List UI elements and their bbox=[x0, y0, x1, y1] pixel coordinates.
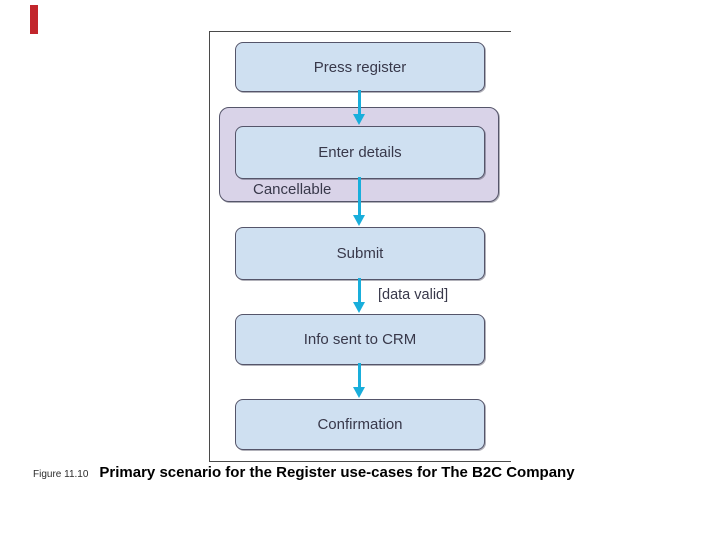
node-press-register: Press register bbox=[235, 42, 485, 92]
cancellable-group-label: Cancellable bbox=[253, 181, 332, 198]
arrowhead-icon bbox=[353, 114, 365, 125]
figure-number-label: Figure 11.10 bbox=[33, 469, 89, 480]
arrowhead-icon bbox=[353, 215, 365, 226]
arrow-shaft bbox=[357, 90, 361, 116]
node-enter-details: Enter details bbox=[235, 126, 485, 179]
arrow-shaft bbox=[357, 278, 361, 304]
node-label: Info sent to CRM bbox=[303, 331, 417, 348]
flow-arrow-down-icon bbox=[353, 278, 365, 313]
node-label: Enter details bbox=[318, 144, 402, 161]
node-submit: Submit bbox=[235, 227, 485, 280]
figure-caption-row: Figure 11.10 Primary scenario for the Re… bbox=[33, 464, 575, 481]
arrowhead-icon bbox=[353, 387, 365, 398]
node-label: Submit bbox=[336, 245, 384, 262]
flow-arrow-down-icon bbox=[353, 90, 365, 125]
arrow-shaft bbox=[357, 177, 361, 217]
node-confirmation: Confirmation bbox=[235, 399, 485, 450]
node-label: Confirmation bbox=[317, 416, 403, 433]
flow-arrow-down-icon bbox=[353, 363, 365, 398]
arrow-shaft bbox=[357, 363, 361, 389]
red-accent-bar bbox=[30, 5, 38, 34]
node-info-sent-to-crm: Info sent to CRM bbox=[235, 314, 485, 365]
node-label: Press register bbox=[313, 58, 407, 76]
flow-arrow-down-icon bbox=[353, 177, 365, 226]
arrowhead-icon bbox=[353, 302, 365, 313]
guard-label-data-valid: [data valid] bbox=[378, 287, 449, 303]
figure-caption-text: Primary scenario for the Register use-ca… bbox=[99, 464, 575, 481]
